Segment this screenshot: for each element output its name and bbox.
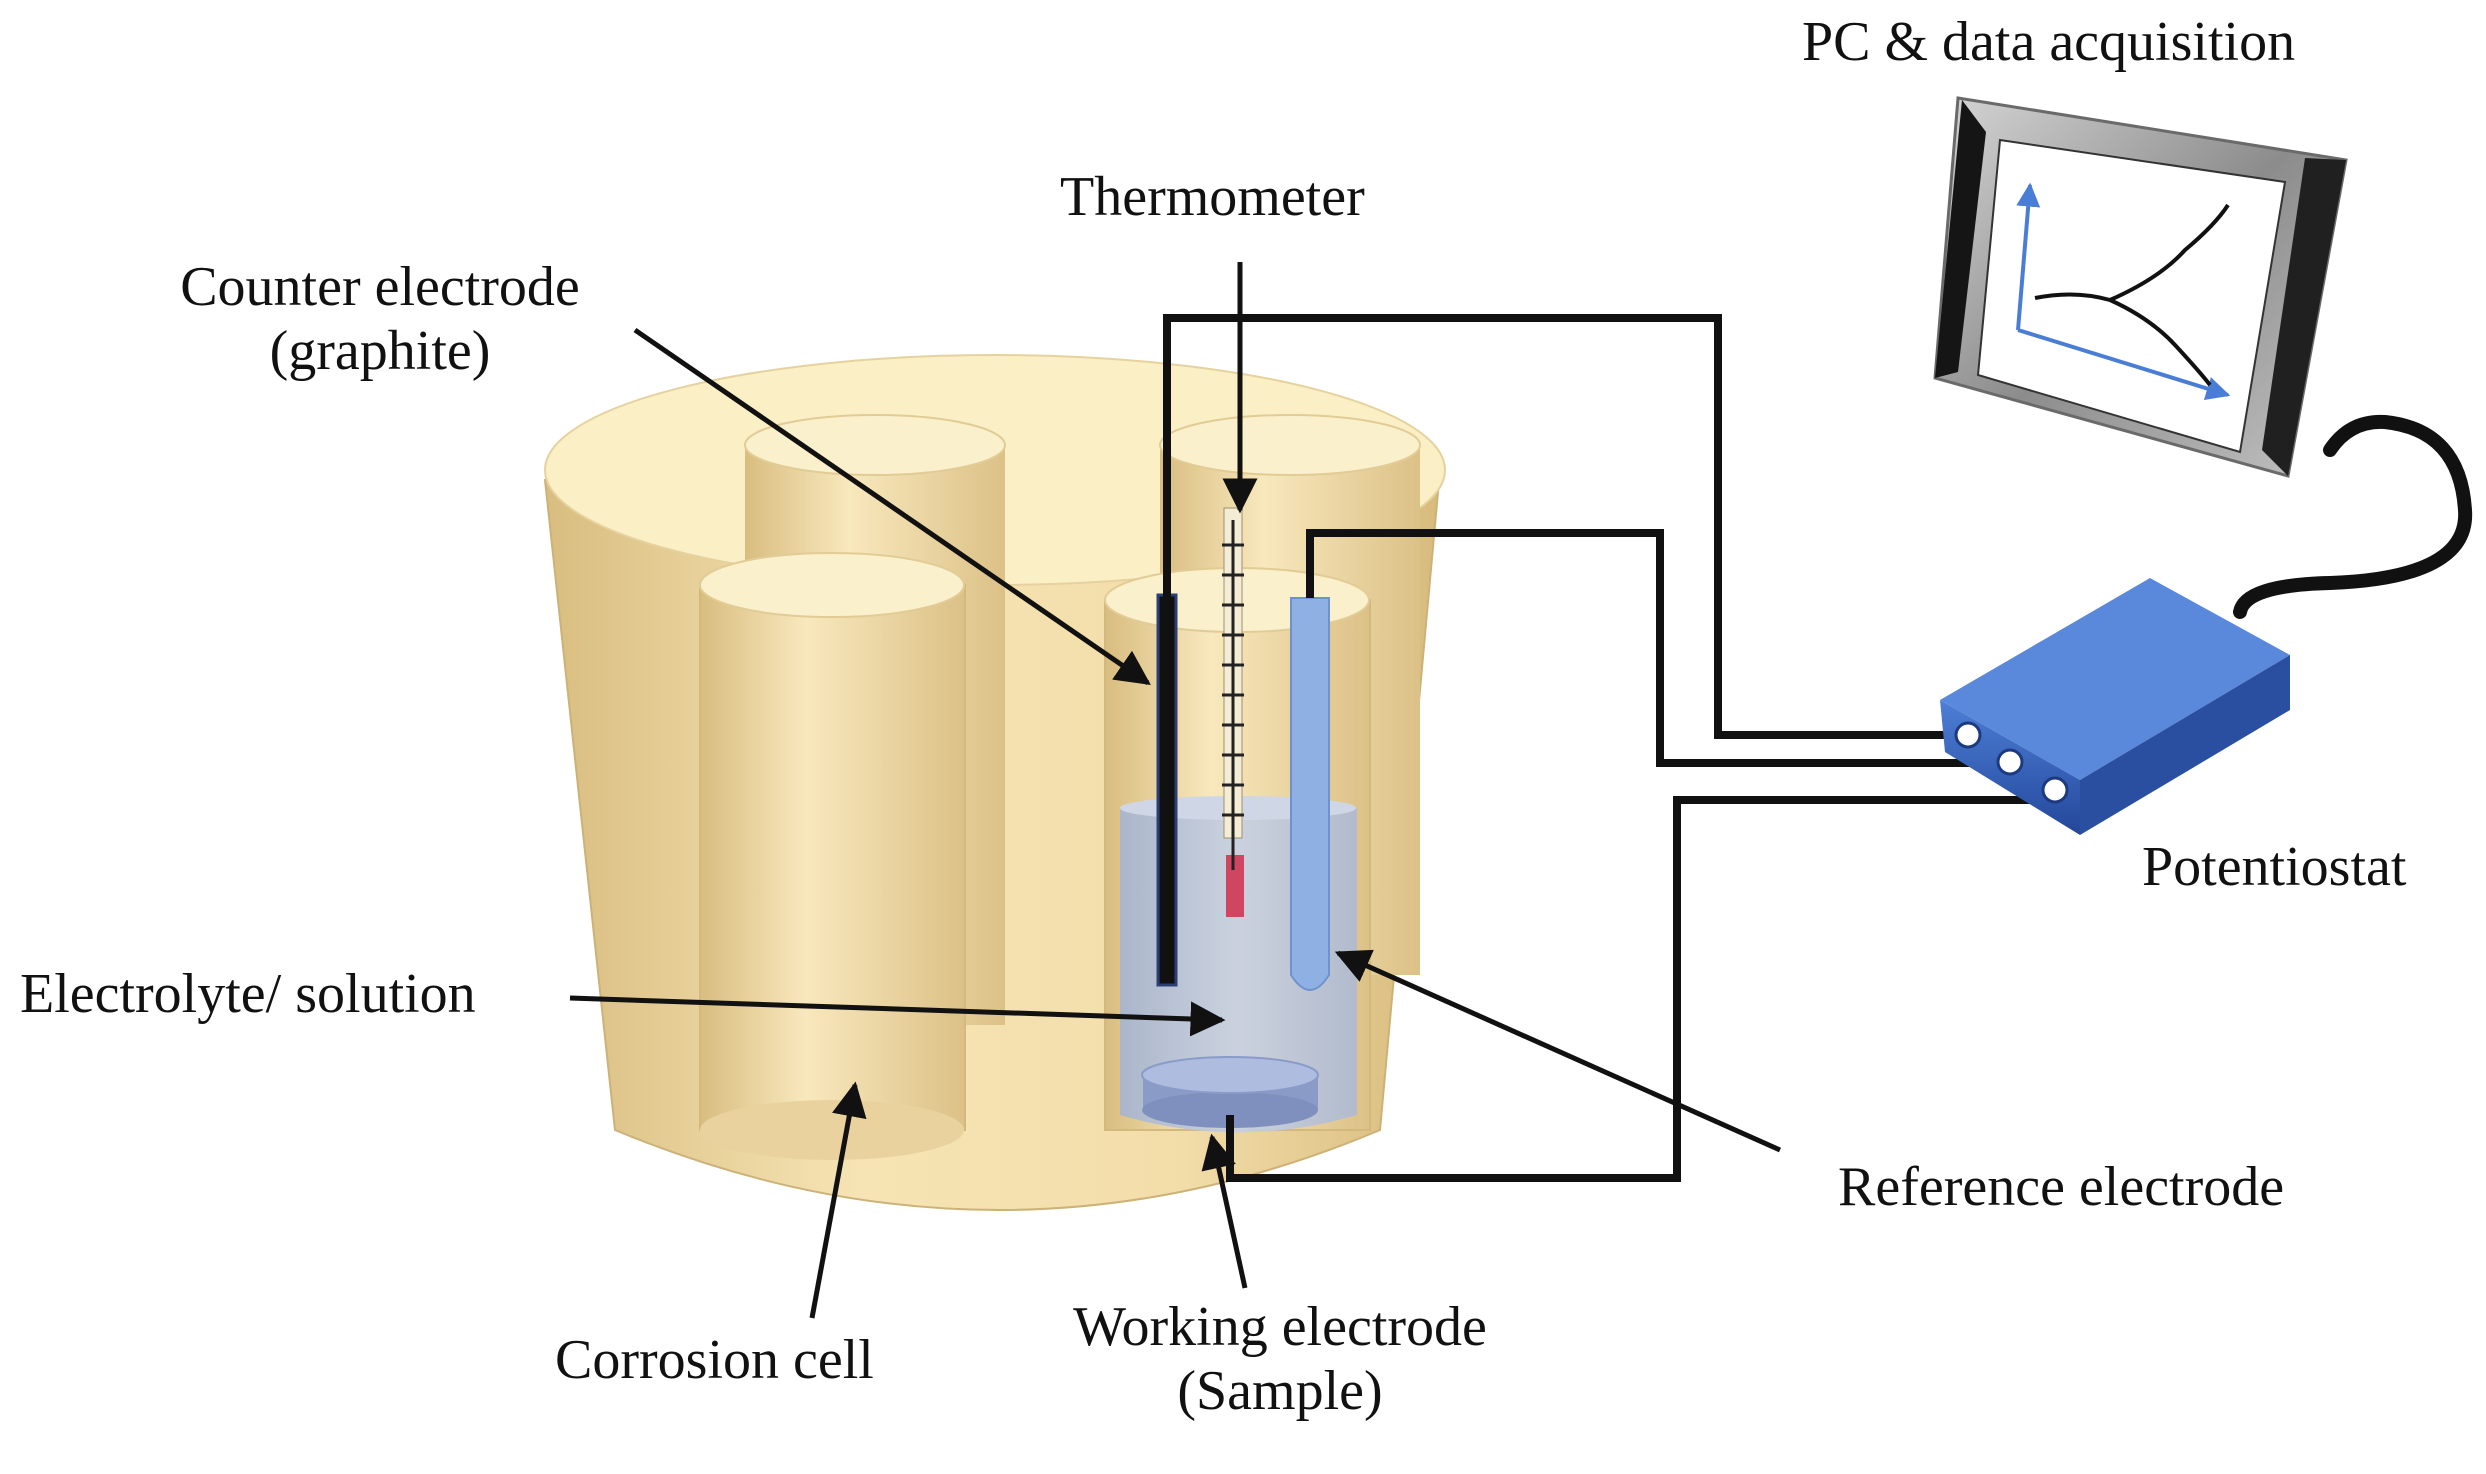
reference-electrode-arrow [1334,949,1782,1153]
working-electrode-arrow [1201,1133,1248,1289]
working-electrode-sample [1141,1056,1319,1128]
reference-electrode-label: Reference electrode [1838,1156,2285,1218]
corrosion-cell-arrow [809,1081,867,1319]
counter-electrode-arrow [633,327,1151,686]
potentiostat-port-1[interactable] [1954,721,1982,749]
potentiostat-label: Potentiostat [2142,836,2407,898]
electrolyte-arrow [569,995,1226,1037]
thermometer-label: Thermometer [1060,166,1365,228]
potentiostat-port-2[interactable] [1996,748,2024,776]
screen-x-axis [2017,328,2231,401]
pc-cable [2233,414,2473,619]
potentiostat-port-3[interactable] [2041,776,2069,804]
counter-electrode-wire [1163,314,1960,739]
screen-y-axis [2016,182,2041,331]
working-electrode-label-line2: (Sample) [1177,1360,1383,1423]
working-electrode-label: Working electrode (Sample) [1020,1295,1540,1424]
corrosion-cell-label: Corrosion cell [555,1329,874,1391]
counter-electrode-rod [1156,593,1178,987]
screen-curve [2034,203,2230,387]
reference-electrode-tube [1290,597,1330,991]
electrolyte-label: Electrolyte/ solution [20,963,476,1025]
pc-label: PC & data acquisition [1802,11,2296,73]
counter-electrode-label-line1: Counter electrode [180,256,580,318]
working-electrode-label-line1: Working electrode [1073,1296,1487,1358]
potentiostat [1940,578,2290,835]
counter-electrode-label-line2: (graphite) [269,320,491,383]
cell-cylinder-front-left [699,552,966,1160]
label-arrows [569,262,1782,1319]
reference-electrode-wire [1306,529,2003,767]
counter-electrode-label: Counter electrode (graphite) [130,255,630,384]
pc-monitor [1933,96,2348,478]
